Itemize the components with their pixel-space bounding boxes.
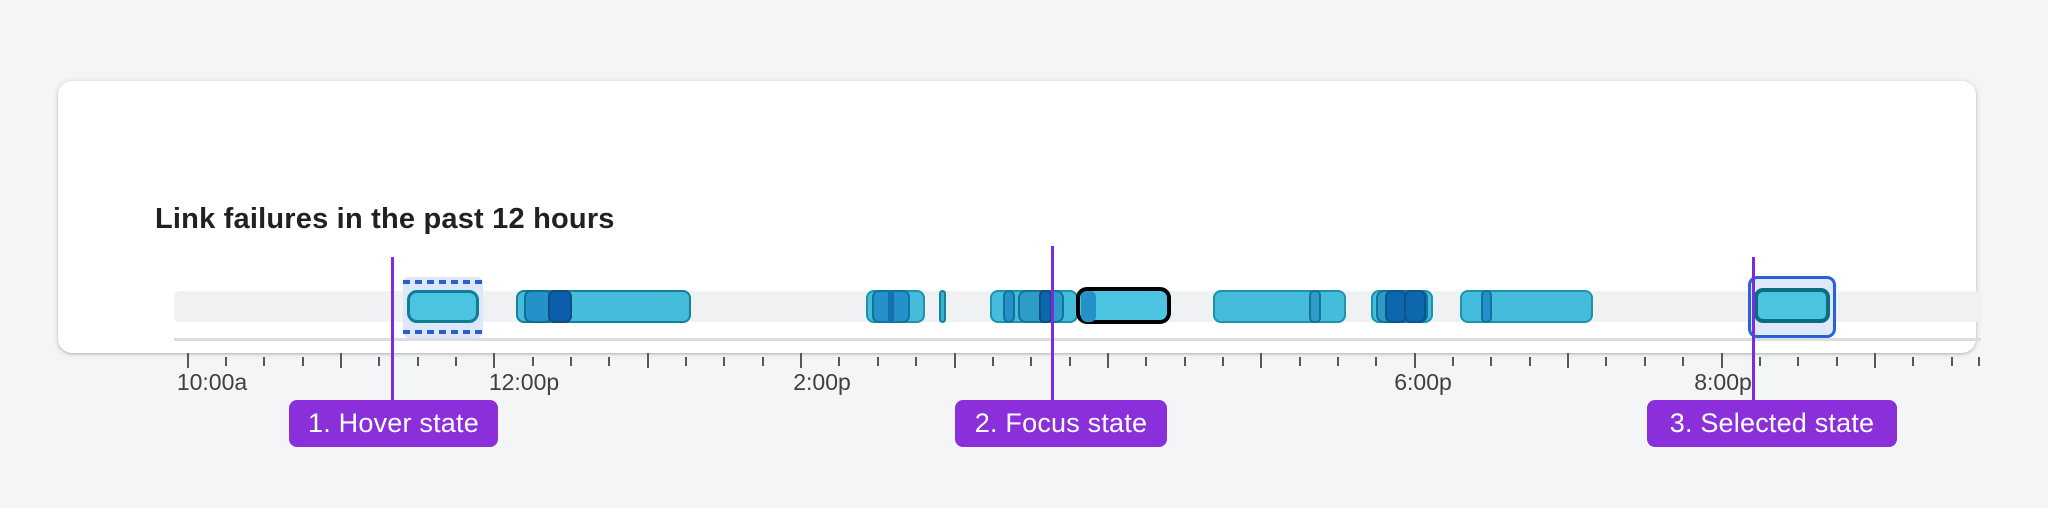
event-bar[interactable]	[1003, 290, 1015, 323]
quarter-hour-tick	[1978, 357, 1980, 366]
hour-tick	[1413, 353, 1416, 368]
quarter-hour-tick	[378, 357, 381, 366]
hover-dashed-line-top	[403, 280, 483, 284]
hour-tick	[800, 353, 803, 368]
axis-label: 2:00p	[793, 369, 851, 395]
quarter-hour-tick	[224, 357, 227, 366]
hour-tick	[1106, 353, 1109, 368]
event-bar[interactable]	[1213, 290, 1346, 323]
hour-tick	[646, 353, 649, 368]
quarter-hour-tick	[1682, 357, 1685, 366]
hour-tick	[493, 353, 496, 368]
card-title: Link failures in the past 12 hours	[155, 203, 615, 235]
quarter-hour-tick	[263, 357, 266, 366]
hover-dashed-line-bottom	[403, 330, 483, 334]
quarter-hour-tick	[608, 357, 611, 366]
axis-label: 12:00p	[488, 369, 560, 395]
quarter-hour-tick	[1298, 357, 1301, 366]
hover-pointer-line	[391, 257, 394, 400]
quarter-hour-tick	[1758, 357, 1761, 366]
quarter-hour-tick	[915, 357, 918, 366]
quarter-hour-tick	[1452, 357, 1455, 366]
quarter-hour-tick	[1912, 357, 1915, 366]
event-bar[interactable]	[548, 290, 572, 323]
axis-baseline	[174, 338, 1981, 341]
quarter-hour-tick	[723, 357, 726, 366]
quarter-hour-tick	[1490, 357, 1493, 366]
quarter-hour-tick	[1835, 357, 1838, 366]
quarter-hour-tick	[1375, 357, 1378, 366]
event-bar[interactable]	[888, 290, 894, 323]
quarter-hour-tick	[1337, 357, 1339, 366]
quarter-hour-tick	[685, 357, 688, 366]
axis-label: 10:00a	[176, 369, 248, 395]
quarter-hour-tick	[1030, 357, 1033, 366]
event-bar[interactable]	[1460, 290, 1593, 323]
event-bar[interactable]	[1404, 290, 1426, 323]
quarter-hour-tick	[1605, 357, 1608, 366]
link-failures-card: Link failures in the past 12 hours 10:00…	[58, 81, 1981, 395]
quarter-hour-tick	[1797, 357, 1800, 366]
hover-state-badge: 1. Hover state	[289, 400, 498, 447]
quarter-hour-tick	[454, 357, 457, 366]
quarter-hour-tick	[570, 357, 572, 366]
hour-tick	[186, 353, 189, 368]
event-bar[interactable]	[939, 290, 946, 323]
focus-state-badge: 2. Focus state	[955, 400, 1167, 447]
quarter-hour-tick	[1528, 357, 1531, 366]
selected-pointer-line	[1752, 257, 1755, 400]
selected-state-badge: 3. Selected state	[1647, 400, 1897, 447]
axis-label: 6:00p	[1394, 369, 1452, 395]
quarter-hour-tick	[1643, 357, 1646, 366]
quarter-hour-tick	[301, 357, 304, 366]
quarter-hour-tick	[761, 357, 764, 366]
event-bar[interactable]	[1081, 291, 1096, 322]
quarter-hour-tick	[416, 357, 419, 366]
hour-tick	[339, 353, 342, 368]
quarter-hour-tick	[1068, 357, 1071, 366]
quarter-hour-tick	[1145, 357, 1148, 366]
hour-tick	[1873, 353, 1876, 368]
quarter-hour-tick	[838, 357, 841, 366]
hour-tick	[1567, 353, 1570, 368]
hour-tick	[1260, 353, 1263, 368]
event-bar[interactable]	[1481, 290, 1492, 323]
quarter-hour-tick	[1950, 357, 1953, 366]
quarter-hour-tick	[991, 357, 994, 366]
hover-event-bar[interactable]	[407, 290, 479, 323]
selected-event-bar[interactable]	[1754, 288, 1830, 323]
event-bar[interactable]	[1309, 290, 1321, 323]
quarter-hour-tick	[1221, 357, 1224, 366]
hour-tick	[1720, 353, 1723, 368]
quarter-hour-tick	[531, 357, 534, 366]
quarter-hour-tick	[1183, 357, 1186, 366]
focus-pointer-line	[1051, 246, 1054, 400]
hour-tick	[953, 353, 956, 368]
axis-label: 8:00p	[1694, 369, 1752, 395]
quarter-hour-tick	[876, 357, 879, 366]
